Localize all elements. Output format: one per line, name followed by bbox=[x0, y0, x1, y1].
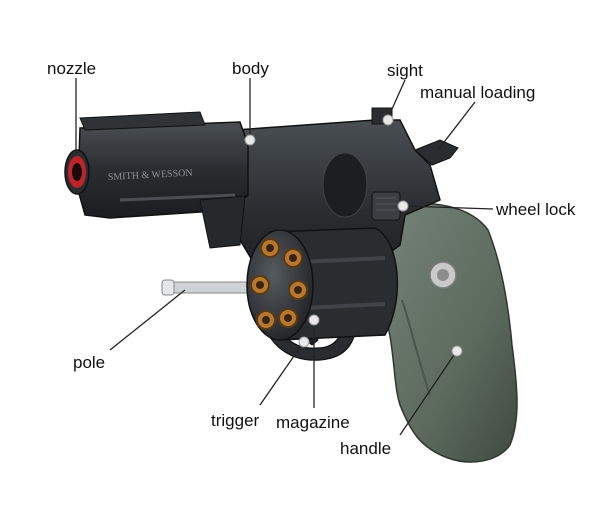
label-body: body bbox=[232, 59, 269, 78]
ejector-rod bbox=[167, 281, 261, 294]
marker-sight bbox=[382, 114, 394, 126]
label-sight: sight bbox=[387, 61, 423, 80]
marker-magazine bbox=[308, 314, 320, 326]
hammer bbox=[414, 139, 459, 166]
revolver-illustration: SMITH & WESSON bbox=[64, 107, 518, 463]
label-manual-loading: manual loading bbox=[420, 83, 535, 102]
marker-wheel-lock bbox=[397, 200, 409, 212]
cylinder-release bbox=[371, 191, 401, 221]
label-nozzle: nozzle bbox=[47, 59, 96, 78]
leader-pole bbox=[109, 289, 186, 351]
label-handle: handle bbox=[340, 439, 391, 458]
barrel-engraving: SMITH & WESSON bbox=[108, 168, 193, 183]
cartridges bbox=[250, 238, 308, 330]
leader-trigger bbox=[259, 342, 304, 406]
leader-wheel-lock bbox=[404, 205, 494, 210]
cylinder bbox=[246, 227, 399, 341]
label-pole: pole bbox=[73, 353, 105, 372]
label-magazine: magazine bbox=[276, 413, 350, 432]
leader-lines bbox=[75, 78, 494, 436]
marker-handle bbox=[451, 345, 463, 357]
label-wheel-lock: wheel lock bbox=[495, 200, 576, 219]
marker-body bbox=[244, 134, 256, 146]
labels: nozzle body sight manual loading wheel l… bbox=[47, 59, 576, 458]
leader-manual-loading bbox=[437, 101, 476, 151]
leader-handle bbox=[399, 351, 457, 436]
leader-sight bbox=[387, 79, 406, 119]
marker-dots bbox=[244, 114, 463, 357]
label-trigger: trigger bbox=[211, 411, 260, 430]
marker-trigger bbox=[298, 336, 310, 348]
